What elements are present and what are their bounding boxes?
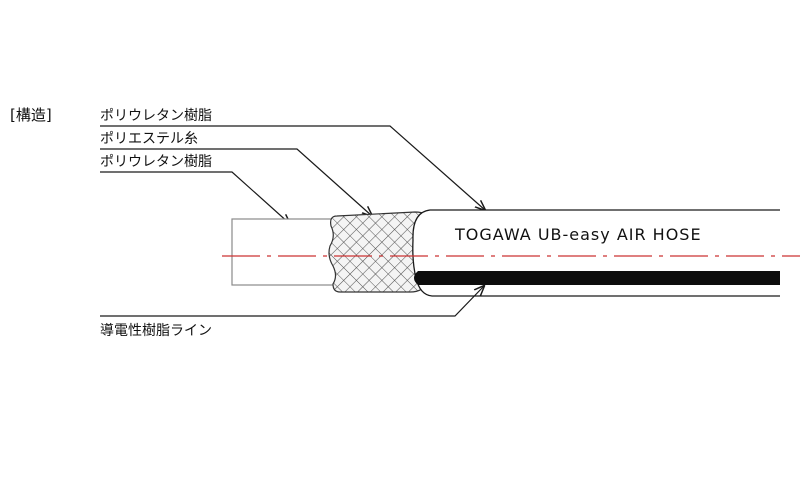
product-print: TOGAWA UB-easy AIR HOSE bbox=[454, 225, 702, 244]
label-conductive-line: 導電性樹脂ライン bbox=[100, 323, 212, 339]
leader-inner-tube bbox=[100, 171, 290, 224]
label-reinforcement: ポリエステル糸 bbox=[100, 131, 198, 147]
leader-outer-cover bbox=[100, 125, 485, 210]
leader-conductive-line bbox=[100, 286, 484, 317]
section-label: [構造] bbox=[10, 106, 52, 124]
inner-tube bbox=[231, 218, 345, 286]
conductive-stripe bbox=[414, 271, 780, 285]
leader-reinforcement bbox=[100, 148, 372, 216]
label-outer-cover: ポリウレタン樹脂 bbox=[100, 108, 212, 124]
label-inner-tube: ポリウレタン樹脂 bbox=[100, 154, 212, 170]
